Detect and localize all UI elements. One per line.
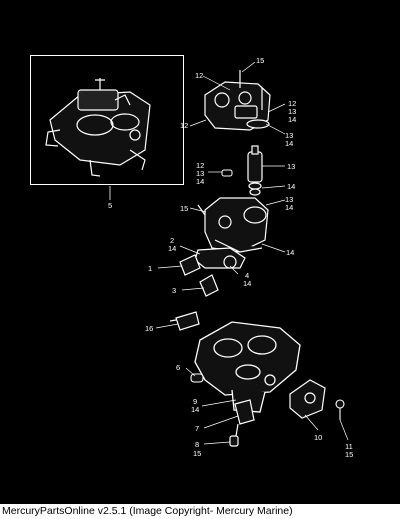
exploded-view: 5 xyxy=(45,56,353,459)
part-sensor-7 xyxy=(229,399,255,447)
callout-13: 13 xyxy=(285,131,293,140)
callout-14: 14 xyxy=(286,248,294,257)
callout-4: 4 xyxy=(245,271,249,280)
callout-13: 13 xyxy=(196,169,204,178)
inset-assembly-frame xyxy=(30,55,184,185)
part-sensor-16 xyxy=(169,311,200,331)
callout-13: 13 xyxy=(288,107,296,116)
callout-14: 14 xyxy=(196,177,204,186)
part-plug xyxy=(190,373,204,383)
callout-14: 14 xyxy=(191,405,199,414)
callout-10: 10 xyxy=(314,433,322,442)
image-caption: MercuryPartsOnline v2.5.1 (Image Copyrig… xyxy=(2,505,293,517)
callout-9: 9 xyxy=(193,397,197,406)
callout-2: 2 xyxy=(170,236,174,245)
callout-15: 15 xyxy=(256,56,264,65)
callout-15: 15 xyxy=(180,204,188,213)
part-bracket xyxy=(194,247,246,269)
callout-12: 12 xyxy=(288,99,296,108)
part-tps xyxy=(289,379,326,419)
part-throttle-body xyxy=(194,321,301,413)
part-small-gasket xyxy=(221,169,233,177)
part-regulator-body xyxy=(197,197,269,253)
leader-lines xyxy=(155,61,349,445)
callout-8: 8 xyxy=(195,440,199,449)
part-top-housing xyxy=(204,70,271,131)
callout-14: 14 xyxy=(287,182,295,191)
callout-16: 16 xyxy=(145,324,153,333)
callout-15: 15 xyxy=(345,450,353,459)
inset-assembled-unit xyxy=(45,78,151,177)
callout-14: 14 xyxy=(285,139,293,148)
callout-13: 13 xyxy=(285,195,293,204)
part-fitting xyxy=(179,254,201,276)
callout-14: 14 xyxy=(243,279,251,288)
callout-6: 6 xyxy=(176,363,180,372)
callout-12: 12 xyxy=(195,71,203,80)
callout-7: 7 xyxy=(195,424,199,433)
callout-12: 12 xyxy=(180,121,188,130)
callout-14: 14 xyxy=(168,244,176,253)
parts-diagram: 5 xyxy=(0,0,400,504)
callout-14: 14 xyxy=(288,115,296,124)
callout-14: 14 xyxy=(285,203,293,212)
callout-15: 15 xyxy=(193,449,201,458)
callout-3: 3 xyxy=(172,286,176,295)
callout-13: 13 xyxy=(287,162,295,171)
part-injector xyxy=(247,145,263,196)
callout-1: 1 xyxy=(148,264,152,273)
callout-11: 11 xyxy=(345,442,353,451)
part-screw-11 xyxy=(335,399,345,420)
inset-callout: 5 xyxy=(108,201,112,210)
callout-12: 12 xyxy=(196,161,204,170)
part-sensor xyxy=(199,274,219,297)
